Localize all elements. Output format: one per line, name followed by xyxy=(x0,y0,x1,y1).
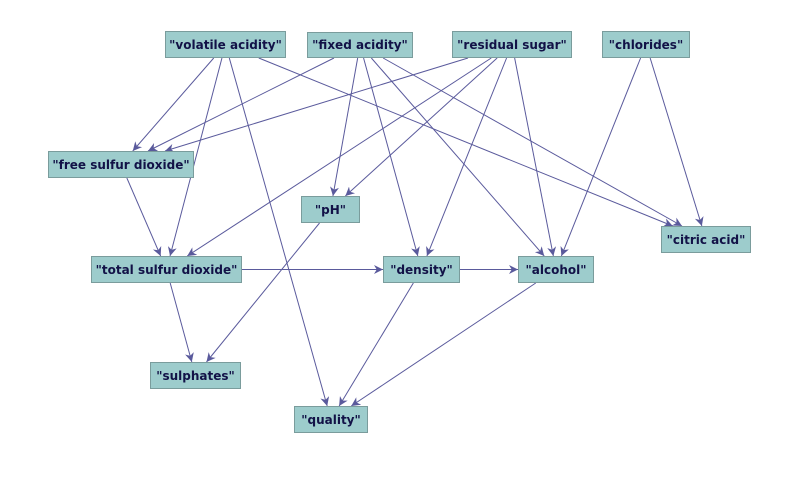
node-chlorides[interactable]: "chlorides" xyxy=(602,31,690,58)
edge-fixed-acidity-to-citric-acid xyxy=(382,57,683,227)
edge-free-sulfur-dioxide-to-total-sulfur-dioxide xyxy=(126,177,162,257)
edge-volatile-acidity-to-citric-acid xyxy=(258,57,673,227)
edge-residual-sugar-to-alcohol xyxy=(514,57,557,257)
node-volatile-acidity[interactable]: "volatile acidity" xyxy=(165,31,286,58)
edge-fixed-acidity-to-alcohol xyxy=(370,57,545,257)
edge-chlorides-to-alcohol xyxy=(560,57,642,257)
edge-residual-sugar-to-density xyxy=(426,57,508,257)
edge-fixed-acidity-to-density xyxy=(363,57,420,257)
edge-density-to-quality xyxy=(338,282,414,407)
edge-residual-sugar-to-total-sulfur-dioxide xyxy=(186,57,492,257)
node-free-sulfur-dioxide[interactable]: "free sulfur dioxide" xyxy=(48,151,194,178)
edge-total-sulfur-dioxide-to-sulphates xyxy=(169,282,194,363)
node-sulphates[interactable]: "sulphates" xyxy=(150,362,241,389)
edge-fixed-acidity-to-free-sulfur-dioxide xyxy=(147,57,335,152)
edge-volatile-acidity-to-quality xyxy=(228,57,330,407)
node-total-sulfur-dioxide[interactable]: "total sulfur dioxide" xyxy=(91,256,242,283)
node-alcohol[interactable]: "alcohol" xyxy=(518,256,594,283)
node-ph[interactable]: "pH" xyxy=(301,196,360,223)
edge-volatile-acidity-to-total-sulfur-dioxide xyxy=(167,57,223,257)
edge-fixed-acidity-to-ph xyxy=(330,57,359,197)
edge-residual-sugar-to-ph xyxy=(345,57,498,197)
node-fixed-acidity[interactable]: "fixed acidity" xyxy=(307,32,413,58)
node-density[interactable]: "density" xyxy=(383,256,460,283)
edge-alcohol-to-quality xyxy=(350,282,537,407)
node-residual-sugar[interactable]: "residual sugar" xyxy=(452,31,572,58)
edge-chlorides-to-citric-acid xyxy=(649,57,704,227)
node-citric-acid[interactable]: "citric acid" xyxy=(661,226,751,253)
edge-residual-sugar-to-free-sulfur-dioxide xyxy=(164,57,469,153)
edge-ph-to-sulphates xyxy=(206,222,320,363)
node-quality[interactable]: "quality" xyxy=(294,406,368,433)
edge-volatile-acidity-to-free-sulfur-dioxide xyxy=(132,57,215,152)
